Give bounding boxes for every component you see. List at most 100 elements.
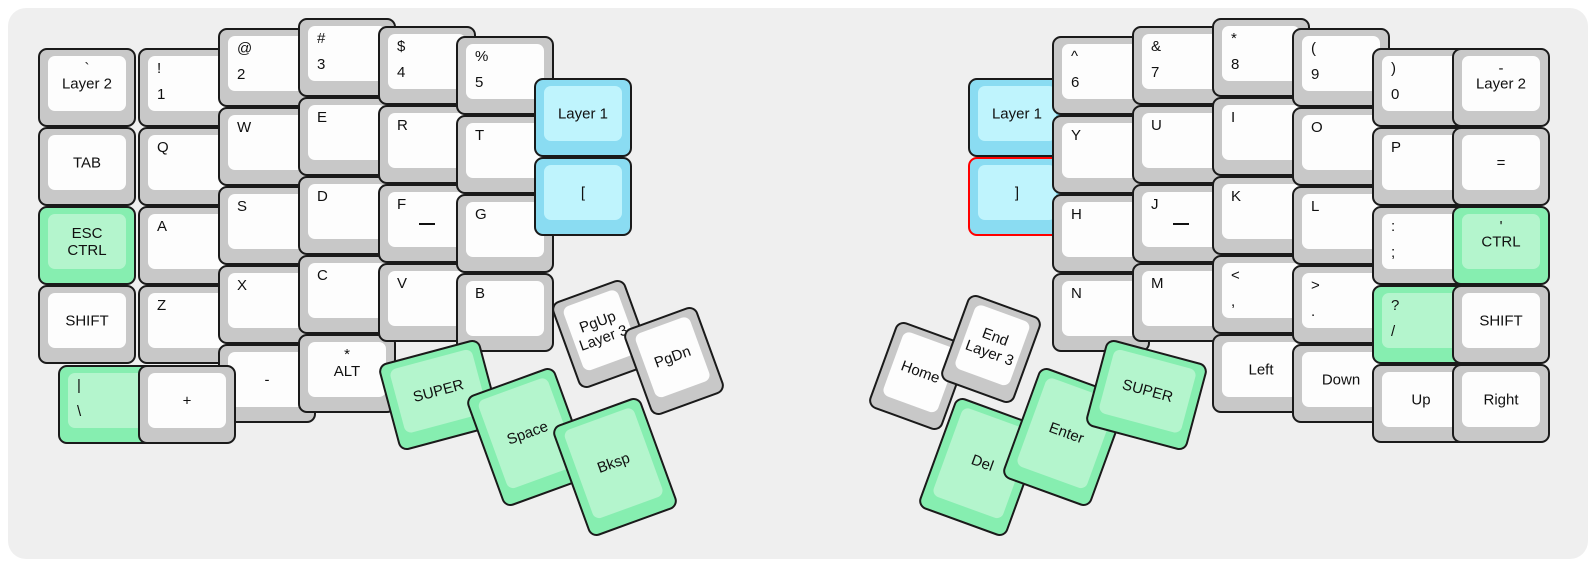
key-3-cap: #3 <box>308 26 386 81</box>
key-layer1-left-legend-center: Layer 1 <box>557 105 609 122</box>
key-2-legend-bottom: 2 <box>237 66 246 83</box>
key-h-cap: H <box>1062 202 1140 257</box>
key-4-cap: $4 <box>388 34 466 89</box>
key-o-legend-top: O <box>1311 119 1323 136</box>
key-j-legend-top: J <box>1151 196 1159 213</box>
key-esc-ctrl-cap: ESC CTRL <box>48 214 126 269</box>
key-grave-layer2-legend-center: Layer 2 <box>61 75 113 92</box>
key-shift[interactable]: SHIFT <box>38 285 136 364</box>
key-alt-legend-top: * <box>344 346 350 363</box>
key-layer1-right-cap: Layer 1 <box>978 86 1056 141</box>
key-down-legend-center: Down <box>1321 371 1361 388</box>
key-minus-layer2-cap: -Layer 2 <box>1462 56 1540 111</box>
key-u-legend-top: U <box>1151 117 1162 134</box>
key-quote-ctrl[interactable]: 'CTRL <box>1452 206 1550 285</box>
key-left-legend-center: Left <box>1248 361 1274 378</box>
key-esc-ctrl[interactable]: ESC CTRL <box>38 206 136 285</box>
key-plus-cap: + <box>148 373 226 428</box>
key-layer1-left[interactable]: Layer 1 <box>534 78 632 157</box>
key-y-legend-top: Y <box>1071 127 1082 144</box>
key-n-legend-top: N <box>1071 285 1082 302</box>
key-w-cap: W <box>228 115 306 170</box>
key-period[interactable]: >. <box>1292 265 1390 344</box>
key-2-cap: @2 <box>228 36 306 91</box>
key-alt-cap: *ALT <box>308 342 386 397</box>
key-minus-layer2-legend-top: - <box>1498 60 1504 77</box>
key-e-legend-top: E <box>317 109 328 126</box>
key-k-cap: K <box>1222 184 1300 239</box>
key-tab[interactable]: TAB <box>38 127 136 206</box>
key-bracket-left-cap: [ <box>544 165 622 220</box>
key-bracket-right-legend-center: ] <box>1014 184 1020 201</box>
key-9-legend-top: ( <box>1311 40 1316 57</box>
key-bksp-cap: Bksp <box>562 406 665 521</box>
key-equal[interactable]: = <box>1452 127 1550 206</box>
key-q-cap: Q <box>148 135 226 190</box>
key-5-legend-top: % <box>475 48 489 65</box>
key-0-cap: )0 <box>1382 56 1460 111</box>
key-9-cap: (9 <box>1302 36 1380 91</box>
key-right-cap: Right <box>1462 372 1540 427</box>
key-bracket-left-legend-center: [ <box>580 184 586 201</box>
key-y-cap: Y <box>1062 123 1140 178</box>
key-minus-layer2-legend-center: Layer 2 <box>1475 75 1527 92</box>
key-pipe-backslash-legend-bottom: \ <box>77 403 82 420</box>
key-super-right-cap: SUPER <box>1097 348 1198 435</box>
key-i-cap: I <box>1222 105 1300 160</box>
key-i-legend-top: I <box>1231 109 1236 126</box>
key-bracket-right-cap: ] <box>978 165 1056 220</box>
key-x-cap: X <box>228 273 306 328</box>
key-4-legend-bottom: 4 <box>397 64 406 81</box>
key-6-cap: ^6 <box>1062 44 1140 99</box>
key-minus-layer2[interactable]: -Layer 2 <box>1452 48 1550 127</box>
key-z-legend-top: Z <box>157 297 167 314</box>
key-bracket-left[interactable]: [ <box>534 157 632 236</box>
key-7-legend-bottom: 7 <box>1151 64 1160 81</box>
key-z-cap: Z <box>148 293 226 348</box>
key-n-cap: N <box>1062 281 1140 336</box>
key-plus[interactable]: + <box>138 365 236 444</box>
key-minus-legend-center: - <box>264 371 270 388</box>
key-end-layer3-cap: End Layer 3 <box>953 303 1032 388</box>
key-right[interactable]: Right <box>1452 364 1550 443</box>
key-slash-cap: ?/ <box>1382 293 1460 348</box>
key-2-legend-top: @ <box>237 40 253 57</box>
key-c[interactable]: C <box>298 255 396 334</box>
key-a-cap: A <box>148 214 226 269</box>
key-m-cap: M <box>1142 271 1220 326</box>
key-plus-legend-center: + <box>182 392 192 409</box>
key-h[interactable]: H <box>1052 194 1150 273</box>
key-end-layer3-legend-center: End Layer 3 <box>963 324 1016 370</box>
key-grave-layer2[interactable]: `Layer 2 <box>38 48 136 127</box>
key-tab-legend-center: TAB <box>72 154 102 171</box>
key-9[interactable]: (9 <box>1292 28 1390 107</box>
key-shift-right[interactable]: SHIFT <box>1452 285 1550 364</box>
key-bracket-right[interactable]: ] <box>968 157 1066 236</box>
key-x-legend-top: X <box>237 277 248 294</box>
key-s-cap: S <box>228 194 306 249</box>
key-quote-ctrl-cap: 'CTRL <box>1462 214 1540 269</box>
key-right-legend-center: Right <box>1483 391 1519 408</box>
key-pgup-layer3-legend-center: PgUp Layer 3 <box>577 307 630 355</box>
key-3-legend-bottom: 3 <box>317 56 326 73</box>
key-c-legend-top: C <box>317 267 328 284</box>
key-3-legend-top: # <box>317 30 326 47</box>
key-9-legend-bottom: 9 <box>1311 66 1320 83</box>
key-s-legend-top: S <box>237 198 248 215</box>
key-5-legend-bottom: 5 <box>475 74 484 91</box>
key-e-cap: E <box>308 105 386 160</box>
key-r-cap: R <box>388 113 466 168</box>
key-layer1-right-legend-center: Layer 1 <box>991 105 1043 122</box>
key-p-cap: P <box>1382 135 1460 190</box>
key-0-legend-bottom: 0 <box>1391 86 1400 103</box>
key-equal-cap: = <box>1462 135 1540 190</box>
key-slash-legend-top: ? <box>1391 297 1400 314</box>
key-f[interactable]: F <box>378 184 476 263</box>
key-pgdn-cap: PgDn <box>633 315 712 400</box>
key-5[interactable]: %5 <box>456 36 554 115</box>
key-semicolon-legend-bottom: ; <box>1391 244 1396 261</box>
key-m-legend-top: M <box>1151 275 1164 292</box>
key-alt-legend-center: ALT <box>333 362 361 380</box>
key-pipe-backslash-legend-top: | <box>77 377 81 394</box>
key-grave-layer2-legend-top: ` <box>84 60 90 77</box>
